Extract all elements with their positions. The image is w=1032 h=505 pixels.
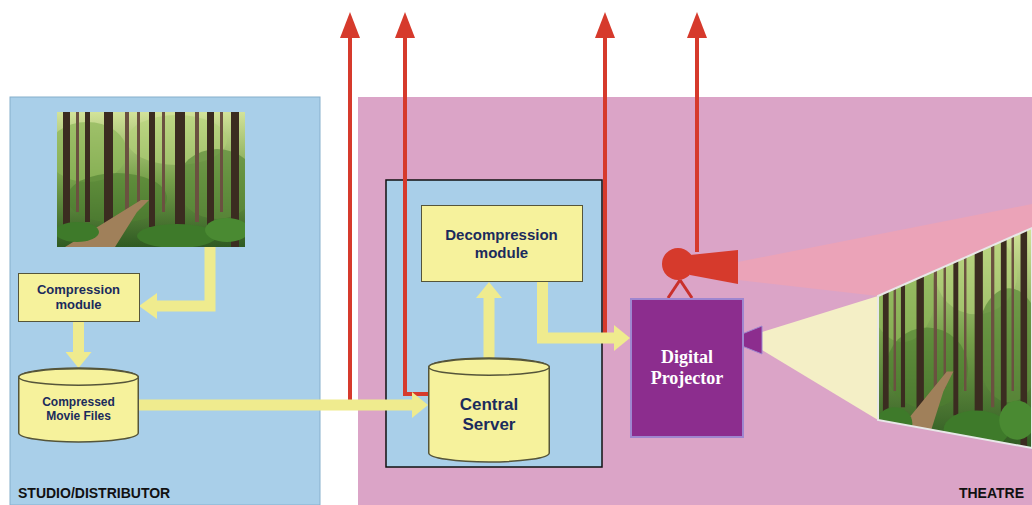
server-enclosure	[386, 180, 602, 467]
projector-lens	[742, 326, 762, 354]
security-arrowhead	[340, 12, 707, 38]
node-label: Central Server	[434, 395, 544, 434]
flow-arrow	[73, 322, 84, 352]
projector-box: Digital Projector	[630, 298, 744, 438]
flow-arrow	[139, 247, 210, 319]
node-label: Compression module	[25, 283, 133, 313]
region-label: STUDIO/DISTRIBUTOR	[18, 485, 170, 501]
storage-cylinder: Compressed Movie Files	[18, 368, 139, 442]
projector-beam	[762, 296, 878, 420]
storage-cylinder: Central Server	[428, 358, 550, 462]
screen-image	[870, 228, 1032, 450]
node-label: Compressed Movie Files	[24, 396, 133, 424]
process-box: Decompression module	[421, 205, 583, 282]
region-panel: STUDIO/DISTRIBUTOR Compression moduleComp…	[10, 97, 320, 505]
flow-arrow	[543, 282, 615, 338]
flow-arrow	[484, 298, 495, 358]
screen-frame	[878, 228, 1032, 448]
node-label: Decompression module	[428, 226, 576, 261]
region-panel: THEATRE Decompression moduleCentral Serve…	[358, 97, 1032, 505]
region-label: THEATRE	[959, 485, 1024, 501]
forest-image	[47, 112, 257, 248]
camera-symbol	[662, 248, 738, 298]
node-label: Digital Projector	[637, 347, 737, 388]
flow-arrow	[139, 400, 412, 411]
process-box: Compression module	[18, 273, 140, 322]
studio-panel	[10, 97, 320, 505]
